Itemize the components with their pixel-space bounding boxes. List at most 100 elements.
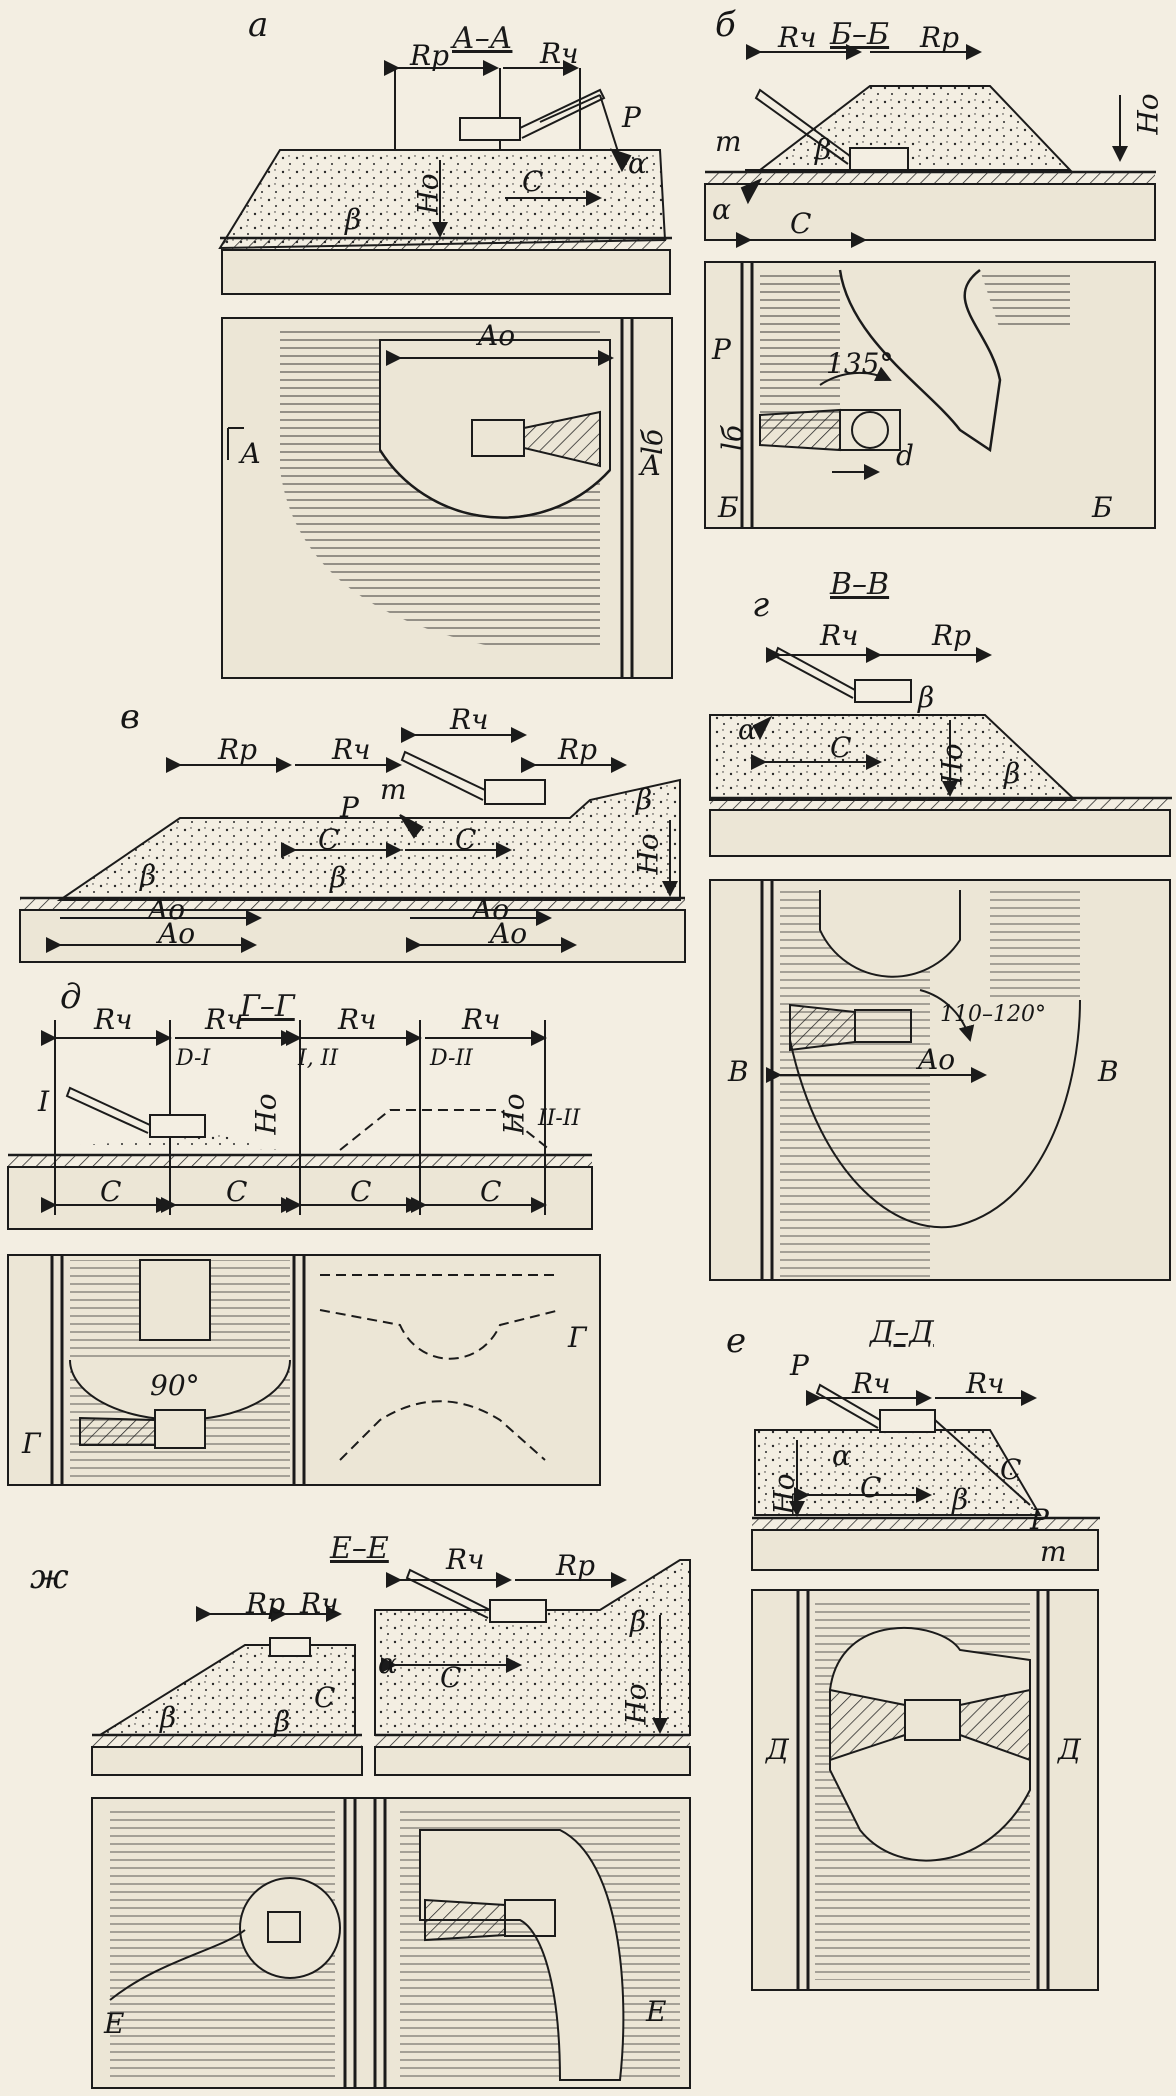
fig-v-ao1: Ao: [148, 893, 186, 926]
fig-e-rch2: Rч: [966, 1367, 1005, 1400]
fig-g-plan: [709, 879, 1171, 1281]
fig-zh-beta3: β: [630, 1605, 647, 1638]
fig-zh-rch1: Rч: [300, 1587, 339, 1620]
fig-b-alpha: α: [712, 193, 731, 226]
fig-e-m: m: [1040, 1535, 1067, 1568]
fig-e-section-title: Д–Д: [870, 1315, 934, 1350]
fig-v-ao3: Ao: [472, 893, 510, 926]
fig-d-di: D-I: [176, 1046, 211, 1071]
fig-g-section-title: В–В: [830, 567, 890, 602]
fig-zh-plan: [91, 1797, 691, 2089]
fig-v-letter: в: [120, 697, 140, 737]
fig-b-c: C: [790, 207, 812, 240]
fig-d-cut-left: Г: [22, 1427, 41, 1460]
fig-b-ho: Ho: [1131, 93, 1165, 135]
fig-g-beta1: β: [918, 681, 935, 714]
fig-d-section: [7, 1020, 593, 1230]
fig-d-c4: C: [480, 1175, 502, 1208]
fig-b-m: m: [715, 125, 742, 158]
fig-d-rch4: Rч: [462, 1003, 501, 1036]
fig-d-c3: C: [350, 1175, 372, 1208]
fig-zh-c1: C: [314, 1681, 336, 1714]
fig-g-c: C: [830, 731, 852, 764]
fig-a-cut-right: А: [640, 449, 662, 482]
fig-a-ao: Ao: [478, 319, 516, 352]
fig-zh-cut-left: Е: [104, 2007, 125, 2040]
fig-v-ao4: Ao: [490, 917, 528, 950]
fig-e-alpha: α: [832, 1439, 851, 1472]
fig-e-cut-right: Д: [1058, 1733, 1081, 1766]
fig-d-iiii: II-II: [538, 1106, 581, 1131]
fig-d-letter: д: [60, 977, 82, 1017]
fig-e-c1: C: [860, 1471, 882, 1504]
fig-v-c1: C: [318, 823, 340, 856]
fig-d-plan: [7, 1254, 601, 1486]
fig-e-p: P: [790, 1349, 809, 1382]
fig-v-rch-left: Rч: [332, 733, 371, 766]
fig-d-ho2: Ho: [497, 1093, 531, 1135]
fig-a-cut-left: А: [240, 437, 262, 470]
fig-a-alpha: α: [628, 147, 647, 180]
fig-g-rch: Rч: [820, 619, 859, 652]
fig-v-beta2: β: [330, 861, 347, 894]
fig-a-ho: Ho: [411, 173, 445, 215]
fig-v-ao2: Ao: [158, 917, 196, 950]
fig-b-angle: 135°: [826, 347, 894, 380]
fig-b-section-title: Б–Б: [830, 17, 890, 52]
fig-a-plan: [221, 317, 673, 679]
fig-v-rp-left: Rр: [218, 733, 258, 766]
fig-v-m: m: [380, 773, 407, 806]
fig-g-ao: Ao: [918, 1043, 956, 1076]
fig-v-ho: Ho: [631, 833, 665, 875]
fig-a-section-title: А–А: [452, 21, 513, 56]
fig-d-section-title: Г–Г: [240, 989, 295, 1024]
fig-b-rp: Rр: [920, 21, 960, 54]
fig-zh-ho: Ho: [619, 1683, 653, 1725]
fig-b-letter: б: [715, 5, 736, 45]
fig-a-rch: Rч: [540, 37, 579, 70]
fig-g-ho: Ho: [935, 743, 969, 785]
fig-e-letter: е: [726, 1321, 747, 1361]
fig-zh-rp2: Rр: [556, 1549, 596, 1582]
fig-b-section: [704, 44, 1156, 248]
fig-d-rch1: Rч: [94, 1003, 133, 1036]
fig-b-plan: [704, 261, 1156, 529]
fig-v-rch-mid: Rч: [450, 703, 489, 736]
fig-d-cut-right: Г: [568, 1321, 587, 1354]
fig-d-dii: D-II: [430, 1046, 473, 1071]
fig-a-c: C: [522, 165, 544, 198]
fig-zh-c2: C: [440, 1661, 462, 1694]
fig-g-beta2: β: [1004, 757, 1021, 790]
fig-b-cut-right: Б: [1092, 491, 1113, 524]
fig-d-iii: I, II: [298, 1046, 339, 1071]
fig-a-p: P: [622, 101, 641, 134]
fig-e-rch1: Rч: [852, 1367, 891, 1400]
fig-zh-rch2: Rч: [446, 1543, 485, 1576]
fig-b-lb: lб: [716, 424, 750, 452]
fig-d-rch3: Rч: [338, 1003, 377, 1036]
fig-g-section: [709, 646, 1172, 857]
fig-b-p: P: [712, 333, 731, 366]
fig-e-beta: β: [952, 1483, 969, 1516]
fig-e-plan: [751, 1589, 1099, 1991]
fig-v-beta3: β: [636, 783, 653, 816]
fig-b-beta: β: [815, 133, 832, 166]
fig-zh-alpha: α: [378, 1647, 397, 1680]
fig-g-alpha: α: [738, 713, 757, 746]
fig-d-ho1: Ho: [249, 1093, 283, 1135]
fig-d-angle: 90°: [150, 1369, 200, 1402]
fig-b-rch: Rч: [778, 21, 817, 54]
fig-g-rp: Rр: [932, 619, 972, 652]
fig-v-beta1: β: [140, 859, 157, 892]
fig-d-rch2: Rч: [205, 1003, 244, 1036]
fig-e-p2: P: [1030, 1503, 1049, 1536]
fig-a-beta: β: [345, 203, 362, 236]
fig-e-section: [751, 1383, 1100, 1571]
fig-d-c2: C: [226, 1175, 248, 1208]
fig-g-angle: 110–120°: [940, 1002, 1046, 1027]
fig-v-section: [19, 727, 686, 963]
fig-zh-rp1: Rр: [246, 1587, 286, 1620]
fig-b-cut-left: Б: [718, 491, 739, 524]
fig-a-letter: а: [248, 5, 269, 45]
